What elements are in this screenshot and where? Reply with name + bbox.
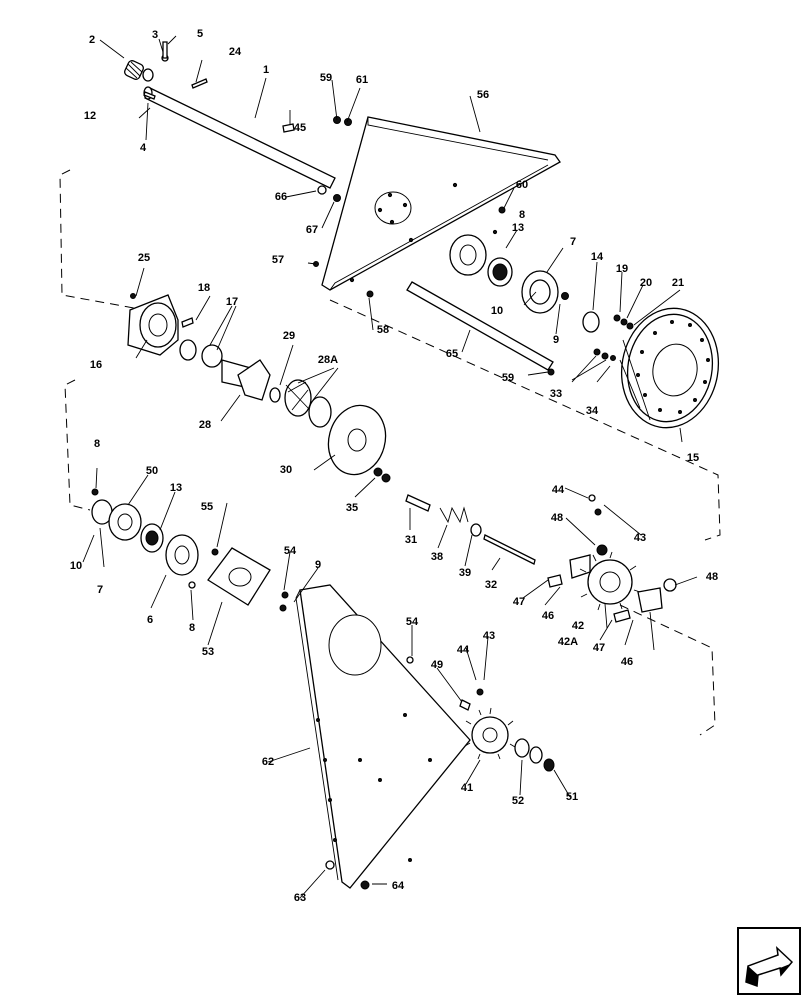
- callout: 49: [431, 659, 443, 671]
- callout: 61: [356, 74, 368, 86]
- callout: 8: [94, 438, 100, 450]
- leader-lines: [82, 35, 698, 899]
- callout: 1: [263, 64, 269, 76]
- callout: 15: [687, 452, 699, 464]
- callout: 16: [90, 359, 102, 371]
- callout: 2: [89, 34, 95, 46]
- group-boundary-upper: [59, 169, 721, 541]
- callout: 47: [513, 596, 525, 608]
- callout: 14: [591, 251, 604, 263]
- callout: 44: [457, 644, 470, 656]
- callout: 55: [201, 501, 213, 513]
- callout: 7: [97, 584, 103, 596]
- callout: 46: [542, 610, 554, 622]
- callout: 60: [516, 179, 528, 191]
- callout: 13: [170, 482, 182, 494]
- drive-pulley: [582, 307, 720, 429]
- lower-sprocket-assembly: [464, 707, 555, 772]
- callout: 21: [672, 277, 684, 289]
- callout: 20: [640, 277, 652, 289]
- callout: 32: [485, 579, 497, 591]
- callout: 43: [634, 532, 646, 544]
- callout: 33: [550, 388, 562, 400]
- callout: 59: [320, 72, 332, 84]
- callout: 59: [502, 372, 514, 384]
- callout: 57: [272, 254, 284, 266]
- drive-shaft: [124, 41, 336, 189]
- callout: 10: [491, 305, 503, 317]
- callout: 46: [621, 656, 633, 668]
- callout: 18: [198, 282, 210, 294]
- callout-labels: 1 2 3 4 5 6 7 7 8 8 8 9 9 10 10 12 13 13…: [70, 28, 718, 904]
- callout: 51: [566, 791, 578, 803]
- callout: 13: [512, 222, 524, 234]
- callout: 35: [346, 502, 358, 514]
- callout: 8: [519, 209, 525, 221]
- callout: 8: [189, 622, 195, 634]
- callout: 42A: [558, 636, 578, 648]
- callout: 38: [431, 551, 443, 563]
- callout: 19: [616, 263, 628, 275]
- callout: 24: [229, 46, 242, 58]
- callout: 62: [262, 756, 274, 768]
- callout: 48: [706, 571, 718, 583]
- callout: 58: [377, 324, 389, 336]
- callout: 25: [138, 252, 150, 264]
- callout: 39: [459, 567, 471, 579]
- bearing-plate: [207, 547, 289, 612]
- callout: 28: [199, 419, 211, 431]
- callout: 52: [512, 795, 524, 807]
- callout: 65: [446, 348, 458, 360]
- upper-bearing-set: [449, 234, 569, 314]
- callout: 9: [553, 334, 559, 346]
- callout: 9: [315, 559, 321, 571]
- tension-spring-set: [405, 494, 608, 565]
- callout: 47: [593, 642, 605, 654]
- callout: 53: [202, 646, 214, 658]
- callout: 29: [283, 330, 295, 342]
- callout: 42: [572, 620, 584, 632]
- callout: 34: [586, 405, 599, 417]
- callout: 30: [280, 464, 292, 476]
- callout: 48: [551, 512, 563, 524]
- callout: 5: [197, 28, 203, 40]
- middle-hub-assembly: [127, 293, 391, 483]
- group-boundary-lower: [64, 379, 716, 736]
- callout: 45: [294, 122, 306, 134]
- lower-bearing-set: [91, 488, 219, 589]
- callout: 3: [152, 29, 158, 41]
- next-page-arrow-icon[interactable]: [737, 927, 801, 995]
- callout: 43: [483, 630, 495, 642]
- callout: 6: [147, 614, 153, 626]
- idler-sprocket-assembly: [547, 551, 677, 623]
- callout: 7: [570, 236, 576, 248]
- callout: 50: [146, 465, 158, 477]
- callout: 4: [140, 142, 147, 154]
- callout: 28A: [318, 354, 338, 366]
- callout: 54: [406, 616, 419, 628]
- side-plate: [295, 584, 484, 890]
- callout: 66: [275, 191, 287, 203]
- callout: 41: [461, 782, 473, 794]
- callout: 44: [552, 484, 565, 496]
- callout: 31: [405, 534, 417, 546]
- callout: 54: [284, 545, 297, 557]
- top-plate: [313, 116, 561, 298]
- callout: 56: [477, 89, 489, 101]
- callout: 63: [294, 892, 306, 904]
- callout: 64: [392, 880, 405, 892]
- support-bar: [406, 281, 554, 371]
- callout: 12: [84, 110, 96, 122]
- callout: 10: [70, 560, 82, 572]
- callout: 17: [226, 296, 238, 308]
- callout: 67: [306, 224, 318, 236]
